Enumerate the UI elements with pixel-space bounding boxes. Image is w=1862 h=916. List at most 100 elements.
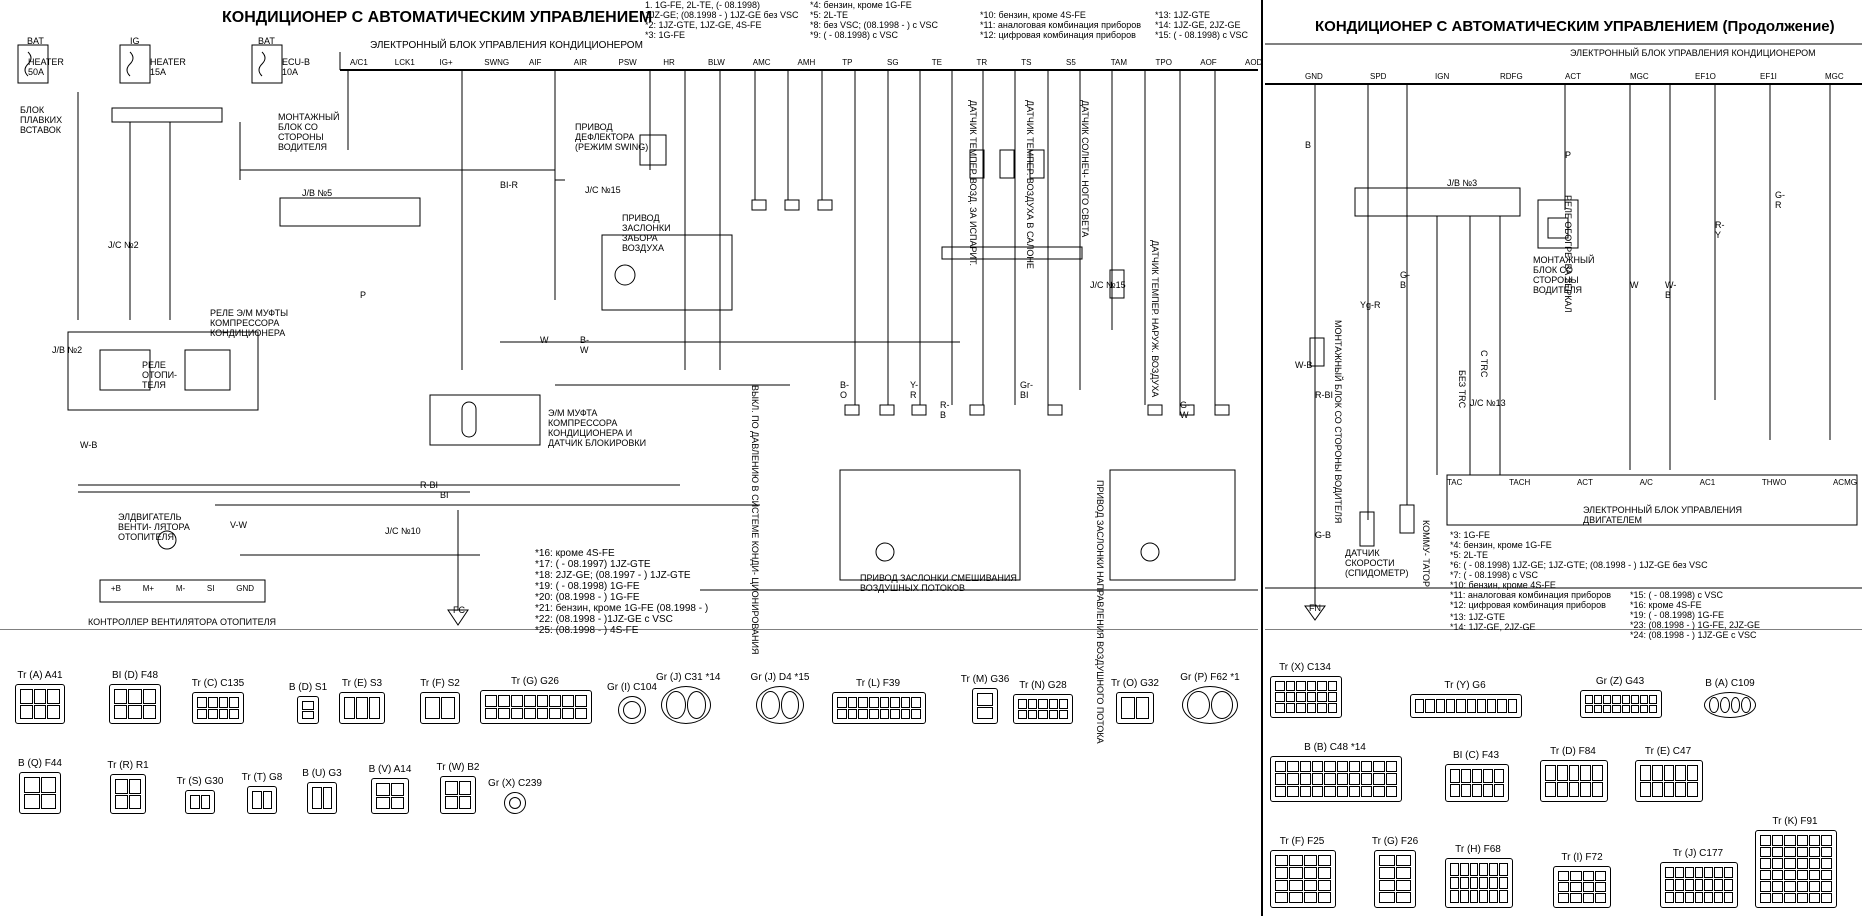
connector-view: B (Q) F44 — [10, 758, 70, 814]
connector-cell — [1479, 863, 1489, 876]
connector-cell — [1808, 858, 1820, 869]
connector-cell — [190, 795, 200, 809]
note: 1. 1G-FE, 2L-TE, (- 08.1998) — [645, 0, 761, 10]
clutch-label: Э/М МУФТА КОМПРЕССОРА КОНДИЦИОНЕРА И ДАТ… — [548, 408, 647, 448]
connector-cell — [1317, 855, 1331, 867]
connector-cell — [1719, 697, 1730, 713]
note: *14: 1JZ-GE, 2JZ-GE — [1155, 20, 1241, 30]
diagram-title-continued: КОНДИЦИОНЕР С АВТОМАТИЧЕСКИМ УПРАВЛЕНИЕМ… — [1315, 18, 1835, 35]
connector-caption: Gr (Z) G43 — [1595, 676, 1645, 687]
connector-cell — [1545, 781, 1556, 797]
connector-cell — [1450, 769, 1460, 783]
wire-color-label: W-B — [1295, 360, 1313, 370]
connector-cell — [1594, 893, 1606, 903]
connector-caption: B (D) S1 — [288, 682, 328, 693]
connector-caption: Tr (G) F26 — [1371, 836, 1419, 847]
connector-cell — [510, 695, 523, 707]
connector-view: B (A) C109 — [1700, 678, 1760, 718]
notes-right-col1: *13: 1JZ-GTE*14: 1JZ-GE, 2JZ-GE — [1450, 612, 1536, 632]
connector-cells — [1450, 863, 1508, 903]
connector-cell — [879, 697, 890, 708]
connector-cell — [115, 794, 128, 809]
connector-caption: Gr (X) C239 — [488, 778, 542, 789]
connector-cell — [1772, 869, 1784, 880]
connector-cell — [1760, 835, 1772, 846]
connector-cell — [1121, 697, 1135, 719]
connector-cell — [1582, 871, 1594, 881]
connector-cells — [977, 693, 993, 719]
connector-cell — [1348, 761, 1361, 773]
connector-view: Gr (X) C239 — [485, 778, 545, 814]
connector-cell — [1275, 879, 1289, 891]
connector-cell — [1784, 892, 1796, 903]
connector-body — [420, 692, 460, 724]
connector-cell — [1648, 704, 1657, 713]
cabin-sensor-label: ДАТЧИК ТЕМПЕР. ВОЗДУХА В САЛОНЕ — [1025, 100, 1035, 269]
connector-cell — [1379, 891, 1395, 903]
connector-body — [1270, 850, 1336, 908]
connector-cell — [1568, 781, 1580, 797]
note: *10: бензин, кроме 4S-FE — [980, 10, 1086, 20]
connector-cell — [1348, 785, 1361, 797]
right-diagram: КОНДИЦИОНЕР С АВТОМАТИЧЕСКИМ УПРАВЛЕНИЕМ… — [1265, 0, 1862, 916]
connector-view: Tr (C) C135 — [188, 678, 248, 724]
jc10-label: J/C №10 — [385, 526, 421, 536]
connector-cell — [1285, 681, 1295, 691]
connector-caption: Tr (A) A41 — [17, 670, 63, 681]
connector-cell — [1558, 882, 1570, 892]
header-notes-1: 1. 1G-FE, 2L-TE, (- 08.1998) 1JZ-GE; (08… — [645, 0, 799, 40]
connector-cell — [128, 779, 141, 794]
connector-cell — [1336, 773, 1348, 785]
connector-cell — [1058, 699, 1068, 709]
jb3-label: J/B №3 — [1447, 178, 1478, 188]
connector-cell — [1469, 863, 1479, 876]
connector-cell — [1674, 891, 1684, 903]
connector-cell — [115, 779, 128, 794]
note: *24: (08.1998 - ) 1JZ-GE с VSC — [1630, 630, 1757, 640]
note: *12: цифровая комбинация приборов — [980, 30, 1136, 40]
connector-view: Gr (J) C31 *14 — [656, 672, 720, 724]
connector-cell — [523, 707, 536, 719]
connector-cell — [356, 697, 368, 719]
connector-caption: Tr (E) S3 — [341, 678, 383, 689]
connector-body — [339, 692, 385, 724]
connector-caption: BI (D) F48 — [111, 670, 159, 681]
connector-cells — [761, 691, 799, 719]
connector-cell — [1489, 876, 1499, 890]
connector-cell — [40, 777, 56, 793]
relay-heater-label: РЕЛЕ ОТОПИ- ТЕЛЯ — [142, 360, 178, 390]
connector-caption: B (Q) F44 — [18, 758, 62, 769]
wire-color-label: Y-R — [910, 380, 919, 400]
note: *17: ( - 08.1997) 1JZ-GTE — [535, 559, 651, 570]
connector-caption: Tr (M) G36 — [960, 674, 1010, 685]
connector-cell — [1450, 863, 1459, 876]
connector-cell — [1327, 681, 1337, 691]
connector-view: Gr (I) C104 — [602, 682, 662, 724]
connector-cell — [1499, 890, 1508, 903]
connector-cell — [1558, 871, 1570, 881]
connector-cell — [1459, 876, 1469, 890]
connector-caption: Tr (K) F91 — [1772, 816, 1818, 827]
connector-cell — [1395, 855, 1411, 867]
connector-caption: Tr (D) F84 — [1550, 746, 1596, 757]
connector-cell — [1687, 781, 1698, 797]
speed-sensor-label: ДАТЧИК СКОРОСТИ (СПИДОМЕТР) — [1345, 548, 1409, 578]
connector-body — [1445, 858, 1513, 908]
wire-color-label: Yg-R — [1360, 300, 1381, 310]
connector-cell — [1058, 709, 1068, 719]
connector-cell — [1499, 876, 1508, 890]
ecu-pin: TR — [976, 58, 988, 67]
connector-body — [1410, 694, 1522, 718]
connector-cell — [536, 695, 549, 707]
note: *18: 2JZ-GE; (08.1997 - ) 1JZ-GTE — [535, 570, 691, 581]
note: *13: 1JZ-GTE — [1155, 10, 1211, 20]
connector-cell — [1594, 704, 1603, 713]
connector-cell — [1472, 783, 1482, 797]
fuse-heater-15a-rating: 15A — [150, 67, 167, 77]
pin-label: GND — [236, 584, 255, 593]
connector-cells — [1709, 697, 1751, 713]
connector-body — [504, 792, 526, 814]
connector-cell — [1373, 785, 1385, 797]
connector-cell — [1580, 781, 1592, 797]
